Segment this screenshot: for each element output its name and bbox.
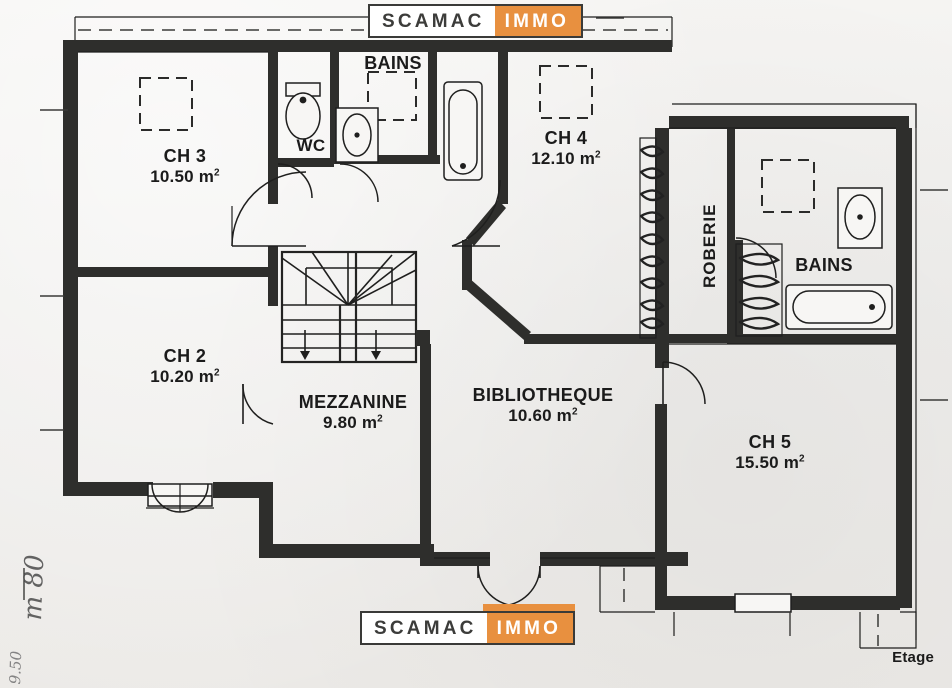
logo-scamac-immo-top: SCAMAC IMMO [368,4,584,38]
dimension-ticks [23,17,948,636]
logo-immo-text-bottom: IMMO [496,617,562,639]
room-name-ch2: CH 2 [163,346,207,366]
room-outlines [78,51,896,559]
room-name-ch3: CH 3 [163,146,207,166]
logo-scamac-text-bottom: SCAMAC [374,617,477,639]
interior-walls [78,52,897,604]
exterior-walls [63,40,912,610]
room-label-roberie: ROBERIE [700,203,719,288]
room-label-bains-right: BAINS [795,255,853,275]
level-label-etage: Etage [892,649,934,666]
room-label-ch2: CH 2 10.20 m2 [150,346,220,387]
logo-right-box: IMMO [494,4,584,38]
room-label-wc: WC [296,136,326,155]
room-name-bibliotheque: BIBLIOTHEQUE [472,385,614,405]
room-label-bibliotheque: BIBLIOTHEQUE 10.60 m2 [473,385,614,426]
skylight-markers [139,65,815,213]
wc-toilet [285,82,321,140]
bains-sink [335,107,379,163]
handwritten-note-secondary: 9.50 [6,650,26,685]
logo-scamac-text: SCAMAC [382,10,485,32]
door-swings [231,163,777,607]
logo-left-box: SCAMAC [368,4,495,38]
room-area-ch4: 12.10 m2 [531,149,601,169]
logo-right-box-bottom: IMMO [486,611,576,645]
bains-right-sink [837,187,883,249]
logo-immo-text: IMMO [504,10,570,32]
window-openings [734,593,792,613]
room-label-ch5: CH 5 15.50 m2 [735,432,805,473]
double-casement-window [146,483,214,513]
lower-right-structure [599,565,917,649]
room-name-mezzanine: MEZZANINE [298,392,408,412]
room-area-ch5: 15.50 m2 [735,453,805,473]
bains-bathtub [443,81,483,181]
room-label-ch3: CH 3 10.50 m2 [150,146,220,187]
logo-left-box-bottom: SCAMAC [360,611,487,645]
handwritten-note-dimension: m 80 [18,554,51,622]
logo-scamac-immo-bottom: SCAMAC IMMO [360,604,576,645]
winder-staircase [280,250,430,364]
bains-right-bathtub [785,284,893,330]
room-label-ch4: CH 4 12.10 m2 [531,128,601,169]
wardrobe-hanging-rail [639,137,783,339]
room-area-ch3: 10.50 m2 [150,167,220,187]
room-area-bibliotheque: 10.60 m2 [508,406,578,426]
room-area-ch2: 10.20 m2 [150,367,220,387]
room-label-bains-top: BAINS [364,53,422,73]
room-name-ch4: CH 4 [544,128,588,148]
room-label-mezzanine: MEZZANINE 9.80 m2 [299,392,408,433]
room-area-mezzanine: 9.80 m2 [323,413,383,433]
room-name-ch5: CH 5 [748,432,792,452]
